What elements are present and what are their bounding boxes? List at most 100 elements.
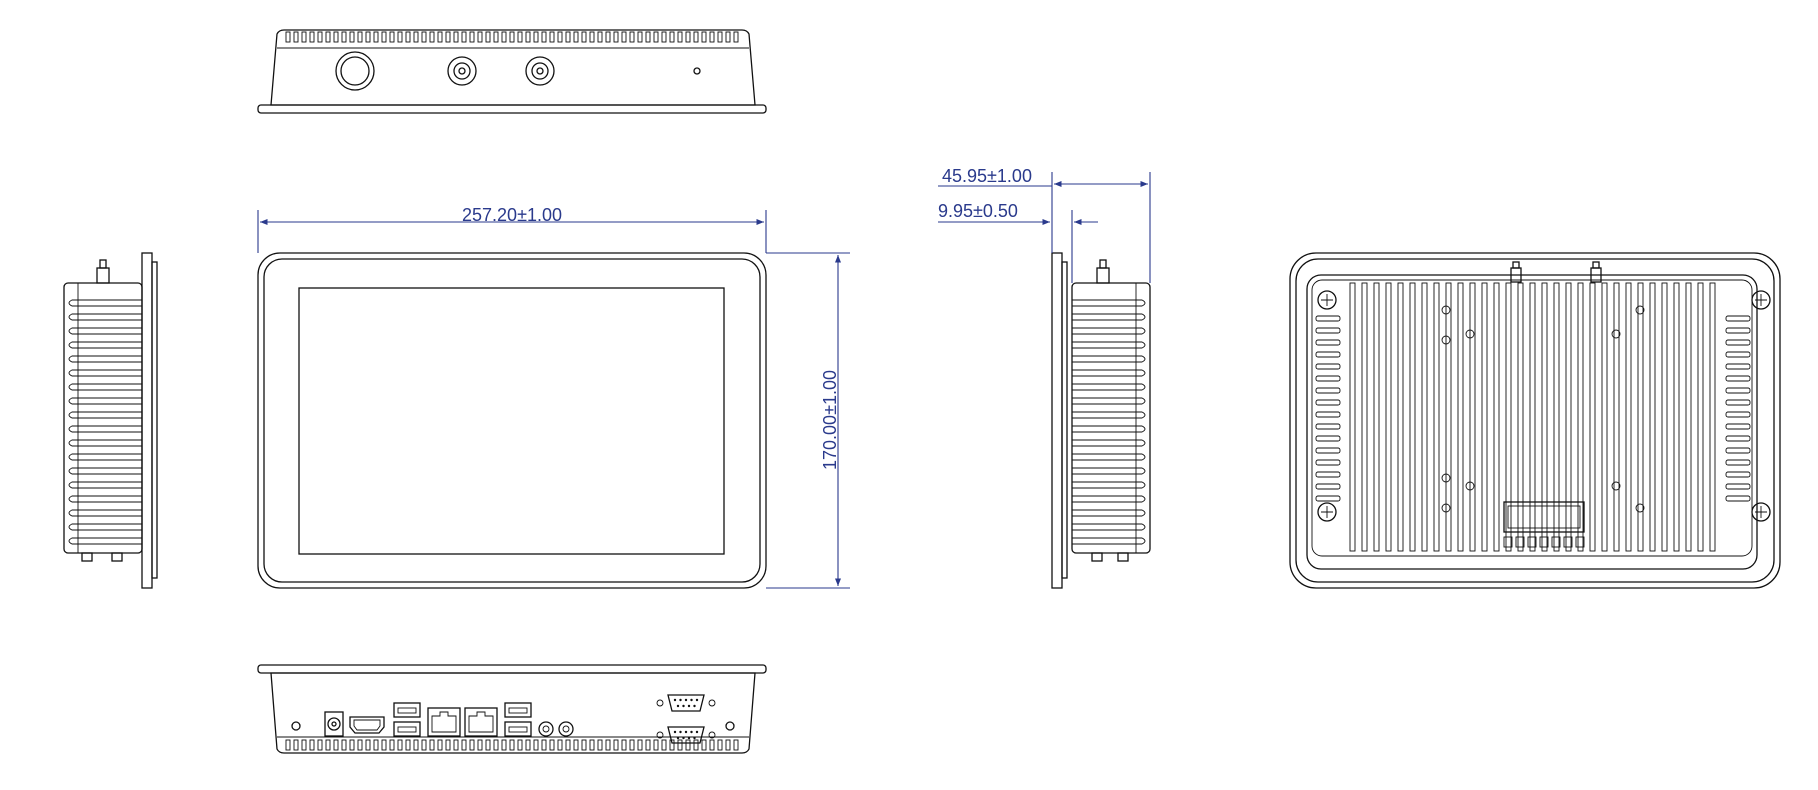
heat-sink-fin <box>68 523 142 531</box>
back-antenna-2 <box>1590 261 1602 283</box>
heat-sink-fin <box>525 739 531 751</box>
heat-sink-fin <box>68 425 142 433</box>
heat-sink-fin <box>445 31 451 43</box>
heat-sink-fin <box>557 31 563 43</box>
side-fin <box>1315 375 1341 382</box>
heat-sink-fin <box>677 739 683 751</box>
heat-sink-fin <box>1072 439 1146 447</box>
height-dimension-label: 170.00±1.00 <box>820 370 840 470</box>
vent-slot <box>1575 536 1585 548</box>
width-dimension-label: 257.20±1.00 <box>462 205 562 225</box>
heat-sink-fin <box>397 31 403 43</box>
mounting-screw-top-right <box>1751 290 1771 310</box>
side-fin <box>1315 435 1341 442</box>
heat-sink-fin <box>469 739 475 751</box>
heat-sink-fin <box>637 739 643 751</box>
side-fin <box>1315 327 1341 334</box>
heat-sink-fin <box>413 739 419 751</box>
side-fin <box>1725 375 1751 382</box>
heat-sink-fin <box>717 31 723 43</box>
mounting-screw-bottom-left <box>1317 502 1337 522</box>
heat-sink-fin <box>397 739 403 751</box>
heat-sink-fin <box>1613 282 1620 552</box>
heat-sink-fin <box>1685 282 1692 552</box>
heat-sink-fin <box>1072 453 1146 461</box>
audio-jack-1 <box>538 721 554 737</box>
heat-sink-fin <box>501 31 507 43</box>
heat-sink-fin <box>1409 282 1416 552</box>
heat-sink-fin <box>453 739 459 751</box>
dc-jack-port <box>335 51 375 91</box>
heat-sink-fin <box>477 739 483 751</box>
heat-sink-fin <box>501 739 507 751</box>
side-fin <box>1315 483 1341 490</box>
serial-pin <box>682 736 685 740</box>
heat-sink-fin <box>701 739 707 751</box>
heat-sink-fin <box>613 739 619 751</box>
heat-sink-fin <box>325 739 331 751</box>
heat-sink-fin <box>565 739 571 751</box>
display-screen <box>298 287 725 555</box>
mounting-hole <box>1611 329 1621 339</box>
heat-sink-fin <box>533 739 539 751</box>
heat-sink-fin <box>373 31 379 43</box>
heat-sink-fin <box>605 31 611 43</box>
heat-sink-fin <box>509 31 515 43</box>
heat-sink-fin <box>405 739 411 751</box>
side-fin <box>1315 423 1341 430</box>
heat-sink-fin <box>1517 282 1524 552</box>
heat-sink-fin <box>1361 282 1368 552</box>
side-fin <box>1725 411 1751 418</box>
heat-sink-fin <box>573 31 579 43</box>
side-fin <box>1315 387 1341 394</box>
heat-sink-fin <box>445 739 451 751</box>
heat-sink-fin <box>669 31 675 43</box>
mounting-hole <box>1441 503 1451 513</box>
heat-sink-fin <box>1481 282 1488 552</box>
heat-sink-fin <box>589 31 595 43</box>
heat-sink-fin <box>429 739 435 751</box>
heat-sink-fin <box>357 31 363 43</box>
heat-sink-fin <box>68 453 142 461</box>
heat-sink-fin <box>517 739 523 751</box>
heat-sink-fin <box>68 467 142 475</box>
heat-sink-fin <box>1072 383 1146 391</box>
heat-sink-fin <box>1072 467 1146 475</box>
side-fin <box>1725 459 1751 466</box>
heat-sink-fin <box>1505 282 1512 552</box>
serial-pin <box>687 704 691 708</box>
heat-sink-fin <box>669 739 675 751</box>
vent-slot <box>1503 536 1513 548</box>
heat-sink-fin <box>357 739 363 751</box>
side-fin <box>1725 315 1751 322</box>
serial-pin <box>693 736 696 740</box>
heat-sink-fin <box>717 739 723 751</box>
mounting-hole <box>1441 473 1451 483</box>
heat-sink-fin <box>68 439 142 447</box>
serial-com-port-1 <box>656 694 716 712</box>
heat-sink-fin <box>1072 411 1146 419</box>
heat-sink-fin <box>1072 523 1146 531</box>
heat-sink-fin <box>541 31 547 43</box>
heat-sink-fin <box>589 739 595 751</box>
heat-sink-fin <box>653 739 659 751</box>
heat-sink-fin <box>317 31 323 43</box>
heat-sink-fin <box>629 31 635 43</box>
heat-sink-fin <box>437 31 443 43</box>
side-fin <box>1315 315 1341 322</box>
heat-sink-fin <box>1072 397 1146 405</box>
heat-sink-fin <box>1469 282 1476 552</box>
heat-sink-fin <box>68 327 142 335</box>
back-antenna-1 <box>1510 261 1522 283</box>
heat-sink-fin <box>1601 282 1608 552</box>
heat-sink-fin <box>1072 509 1146 517</box>
heat-sink-fin <box>1625 282 1632 552</box>
heat-sink-fin <box>389 31 395 43</box>
heat-sink-fin <box>733 739 739 751</box>
heat-sink-fin <box>621 739 627 751</box>
heat-sink-fin <box>333 739 339 751</box>
heat-sink-fin <box>405 31 411 43</box>
serial-com-port-2 <box>656 726 716 744</box>
heat-sink-fin <box>365 31 371 43</box>
side-fin <box>1315 447 1341 454</box>
